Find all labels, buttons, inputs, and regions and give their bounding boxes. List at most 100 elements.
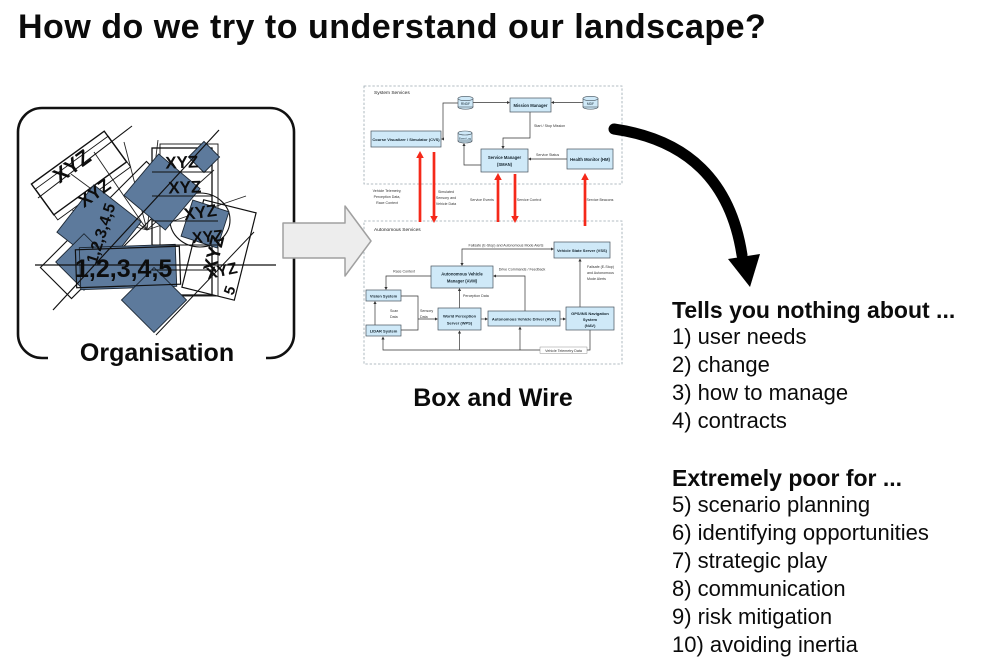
node-sman-label-2: (SMAN) bbox=[497, 162, 513, 167]
node-lidar-label: LIDAR System bbox=[370, 329, 398, 334]
node-vision-system bbox=[365, 289, 402, 302]
failsafe-right-label-2: and Autonomous bbox=[587, 271, 614, 275]
note-item: 8) communication bbox=[672, 576, 846, 601]
notes-heading-2: Extremely poor for ... bbox=[672, 465, 903, 491]
node-wps-label-2: Server (WPS) bbox=[447, 321, 473, 326]
rndf-cylinder: RNDF bbox=[457, 95, 474, 110]
box-and-wire-diagram: System Services Autonomous Services Cour… bbox=[363, 85, 623, 365]
bus5-label: Service Beacons bbox=[587, 198, 614, 202]
bus2-line2: Sensory and bbox=[436, 196, 456, 200]
sensory-data-label-1: Sensory bbox=[420, 309, 433, 313]
gray-arrow-shape bbox=[282, 205, 372, 277]
box-and-wire-caption: Box and Wire bbox=[413, 384, 573, 412]
notes-panel: Tells you nothing about ... 1) user need… bbox=[672, 297, 1002, 659]
note-item: 2) change bbox=[672, 352, 770, 377]
node-nav bbox=[565, 306, 615, 331]
event-log-cylinder: Event Log bbox=[457, 130, 473, 144]
node-vss bbox=[553, 241, 611, 259]
node-nav-label-3: (NAV) bbox=[585, 323, 596, 328]
vehicle-telemetry-label: Vehicle Telemetry Data bbox=[545, 349, 582, 353]
note-item: 3) how to manage bbox=[672, 380, 849, 405]
org-chaos-shapes: XYZ XYZ XYZ XYZ XYZ XYZ XYZ XYZ 1,2,3,4,… bbox=[30, 125, 276, 336]
note-item: 9) risk mitigation bbox=[672, 604, 833, 629]
bus3-label: Service Events bbox=[470, 198, 494, 202]
autonomous-nodes: Vehicle State Server (VSS) Autonomous Ve… bbox=[365, 241, 615, 337]
org-long-lines bbox=[35, 125, 276, 336]
black-curved-arrow bbox=[608, 123, 760, 287]
node-sman bbox=[480, 148, 529, 173]
node-cvs-label: Course Visualizer / Simulator (CVS) bbox=[372, 137, 440, 142]
note-item: 10) avoiding inertia bbox=[672, 632, 858, 657]
node-cvs bbox=[370, 130, 442, 148]
autonomous-services-container bbox=[363, 220, 623, 365]
node-avd bbox=[487, 310, 561, 327]
black-arrow-shaft bbox=[608, 123, 748, 261]
black-arrowhead bbox=[728, 254, 760, 287]
node-avm-label-2: Manager (AVM) bbox=[447, 279, 478, 284]
mdf-label: MDF bbox=[587, 102, 594, 106]
node-avm-label-1: Autonomous Vehicle bbox=[441, 272, 483, 277]
scan-data-label-2: Data bbox=[390, 315, 398, 319]
autonomous-wire-arrowheads bbox=[373, 247, 582, 340]
red-bus-arrows bbox=[418, 152, 587, 226]
red-bus-arrowheads bbox=[416, 151, 589, 223]
bus1-line2: Perception Data, bbox=[374, 195, 401, 199]
node-lidar-system bbox=[365, 324, 402, 337]
start-stop-mission-label: Start / Stop Mission bbox=[534, 124, 565, 128]
autonomous-services-title: Autonomous Services bbox=[374, 227, 421, 233]
sensory-data-label-2: Data bbox=[420, 315, 428, 319]
event-log-label: Event Log bbox=[459, 137, 472, 141]
note-item: 7) strategic play bbox=[672, 548, 828, 573]
rndf-label: RNDF bbox=[461, 102, 470, 106]
gray-transform-arrow bbox=[282, 205, 372, 277]
system-services-title: System Services bbox=[374, 90, 410, 96]
system-wire-arrowheads bbox=[441, 101, 554, 161]
bus2-line3: Vehicle Data bbox=[436, 202, 456, 206]
org-xyz-label: XYZ bbox=[168, 177, 202, 197]
note-item: 1) user needs bbox=[672, 324, 807, 349]
node-wps bbox=[437, 307, 482, 331]
node-mission-manager bbox=[509, 97, 552, 113]
system-wires bbox=[442, 102, 583, 166]
scan-data-label-1: Scan bbox=[390, 309, 398, 313]
org-xyz-label: XYZ bbox=[165, 152, 199, 172]
node-wps-label-1: World Perception bbox=[443, 314, 477, 319]
notes-heading-1: Tells you nothing about ... bbox=[672, 297, 956, 323]
org-xyz-label: XYZ bbox=[183, 201, 218, 224]
autonomous-edge-labels: Failsafe (E-Stop) and Autonomous Mode Al… bbox=[390, 244, 614, 320]
bus4-label: Service Control bbox=[517, 198, 542, 202]
note-item: 5) scenario planning bbox=[672, 492, 871, 517]
telemetry-label-box bbox=[539, 346, 588, 354]
perception-data-label: Perception Data bbox=[463, 294, 489, 298]
bus2-line1: Simulated bbox=[438, 190, 454, 194]
bus-labels: Vehicle Telemetry, Perception Data, Race… bbox=[373, 189, 614, 206]
system-nodes: Course Visualizer / Simulator (CVS) Miss… bbox=[370, 95, 614, 173]
node-nav-label-2: System bbox=[583, 317, 598, 322]
node-vision-label: Vision System bbox=[370, 294, 398, 299]
service-status-label: Service Status bbox=[536, 153, 559, 157]
race-context-label: Race Context bbox=[393, 270, 415, 274]
node-health-monitor-label: Health Monitor (HM) bbox=[570, 157, 610, 162]
node-sman-label-1: Service Manager bbox=[488, 155, 522, 160]
note-item: 4) contracts bbox=[672, 408, 787, 433]
node-avm bbox=[430, 265, 494, 289]
drive-commands-label: Drive Commands / Feedback bbox=[499, 268, 546, 272]
bus1-line3: Race Context bbox=[376, 201, 398, 205]
org-xyz-label: XYZ bbox=[191, 228, 224, 248]
node-vss-label: Vehicle State Server (VSS) bbox=[557, 248, 608, 253]
failsafe-right-label-3: Mode Alerts bbox=[587, 277, 606, 281]
mdf-cylinder: MDF bbox=[582, 95, 599, 110]
autonomous-wires bbox=[374, 248, 591, 351]
failsafe-top-label: Failsafe (E-Stop) and Autonomous Mode Al… bbox=[469, 244, 544, 248]
org-caption-bg bbox=[48, 340, 266, 370]
note-item: 6) identifying opportunities bbox=[672, 520, 929, 545]
org-numbers-label: 1,2,3,4,5 bbox=[75, 255, 172, 283]
node-mission-manager-label: Mission Manager bbox=[514, 103, 548, 108]
node-nav-label-1: GPS/INS Navigation bbox=[571, 311, 609, 316]
organisation-caption: Organisation bbox=[80, 339, 234, 367]
failsafe-right-label-1: Failsafe (E-Stop) bbox=[587, 265, 614, 269]
org-xyz-label: XYZ bbox=[205, 260, 239, 283]
page-title: How do we try to understand our landscap… bbox=[18, 8, 767, 46]
node-avd-label: Autonomous Vehicle Driver (AVD) bbox=[492, 317, 557, 322]
organisation-graphic: XYZ XYZ XYZ XYZ XYZ XYZ XYZ XYZ 1,2,3,4,… bbox=[16, 106, 296, 370]
